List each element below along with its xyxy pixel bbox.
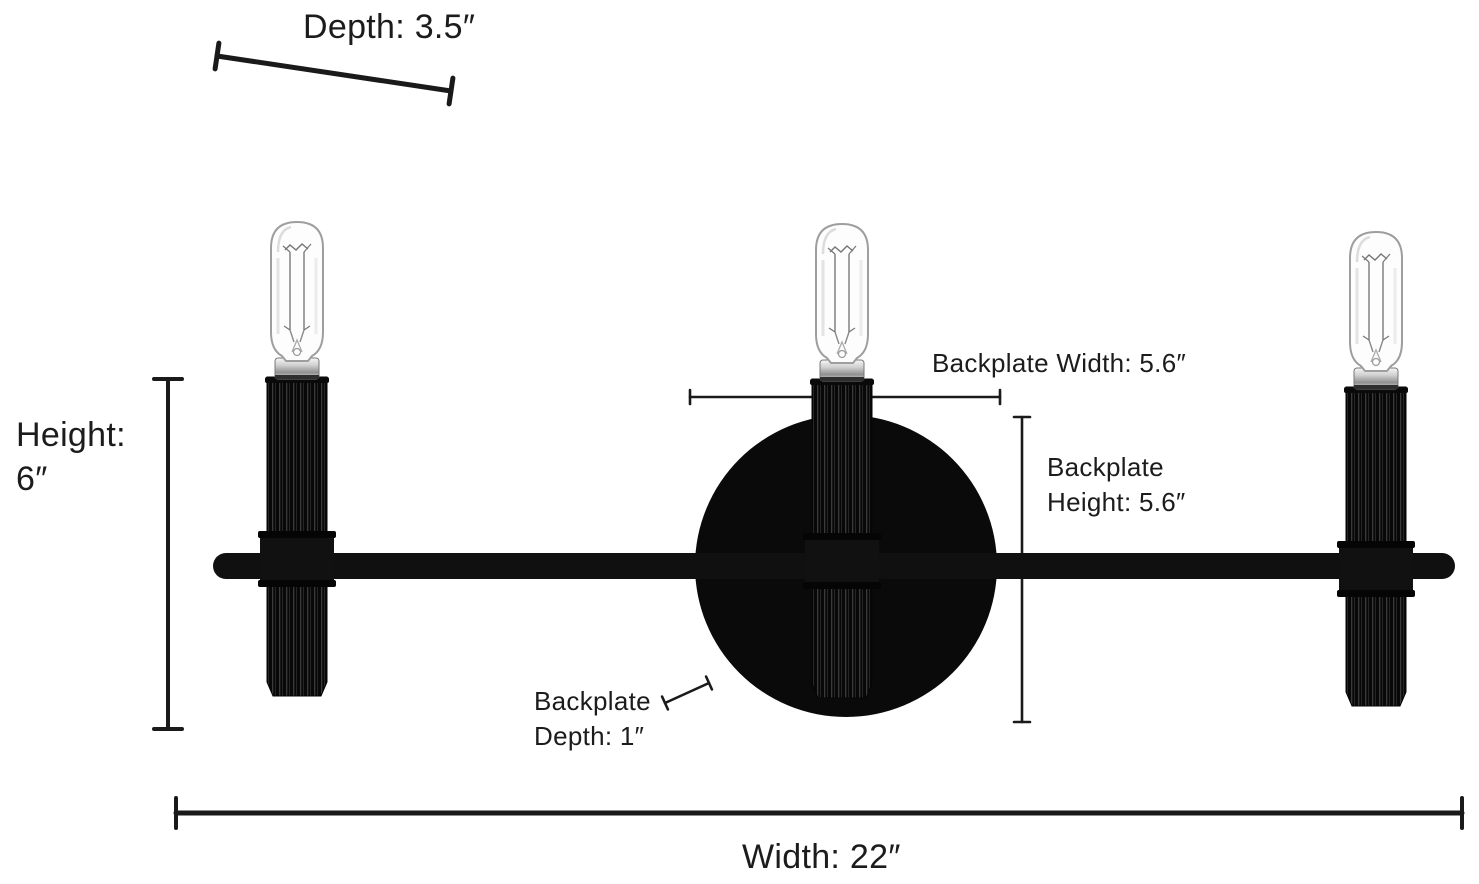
backplate-height-label: Backplate Height: 5.6″ [1047, 450, 1186, 519]
backplate-depth-label-line2: Depth: 1″ [534, 720, 645, 751]
depth-label: Depth: 3.5″ [303, 8, 476, 46]
left-lamp [256, 220, 338, 698]
height-label-line1: Height: [16, 416, 126, 454]
backplate-depth-label-line1: Backplate [534, 686, 651, 716]
backplate-height-label-line2: Height: 5.6″ [1047, 486, 1186, 517]
sconce-fixture [213, 220, 1455, 717]
height-label-line2: 6″ [16, 459, 48, 498]
right-lamp [1335, 230, 1417, 708]
width-dimension-line [173, 796, 1465, 830]
backplate-depth-label: Backplate Depth: 1″ [534, 684, 651, 753]
backplate-depth-dimension-line [660, 675, 714, 711]
center-lamp [801, 222, 883, 700]
depth-dimension-line [212, 40, 456, 107]
height-label: Height: 6″ [16, 414, 126, 501]
backplate-width-label: Backplate Width: 5.6″ [932, 348, 1186, 378]
backplate-height-label-line1: Backplate [1047, 452, 1164, 482]
height-dimension-line [152, 377, 184, 731]
width-label: Width: 22″ [742, 838, 901, 876]
